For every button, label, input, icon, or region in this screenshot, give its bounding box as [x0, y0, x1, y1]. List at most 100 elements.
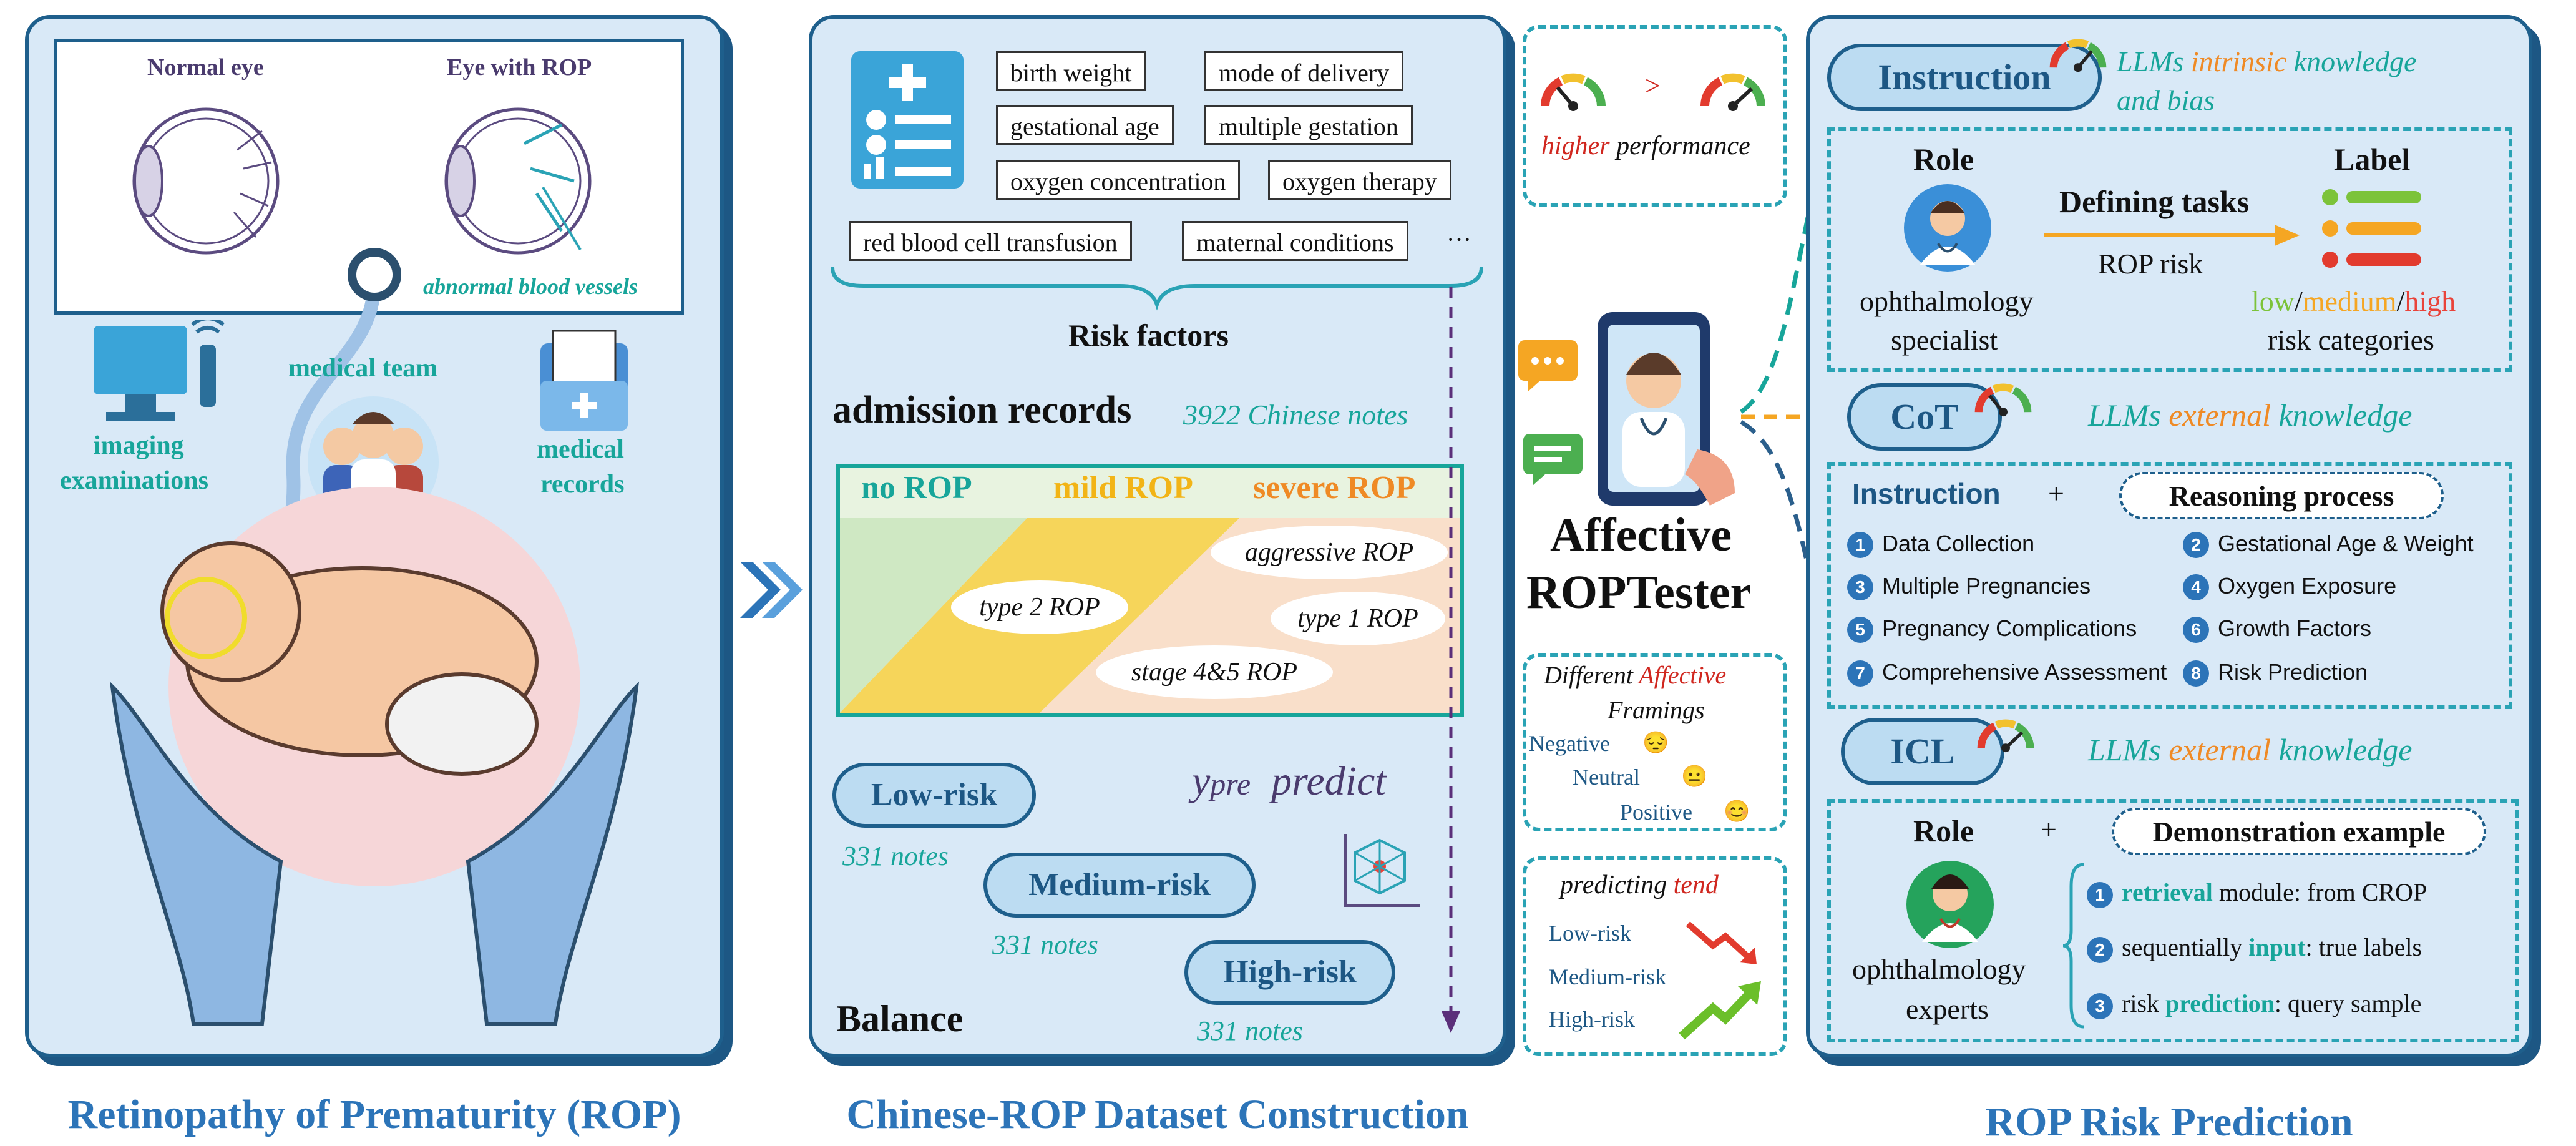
different-affective-label: Different Affective — [1544, 660, 1726, 690]
imaging-label-1: imaging — [94, 431, 184, 460]
affective-title: Affective — [1550, 509, 1732, 561]
smile-face-icon: 😊 — [1724, 800, 1750, 823]
role-header: Role — [1913, 142, 1974, 177]
ypre-predict-label: ypre predict — [1192, 758, 1387, 805]
rop-risk-label: ROP risk — [2098, 248, 2203, 280]
specialist-label-2: specialist — [1891, 324, 1998, 356]
type2-rop-oval: type 2 ROP — [951, 580, 1128, 634]
affective-framings-box — [1523, 653, 1787, 831]
slash-1: / — [2295, 285, 2303, 317]
neutral-label: Neutral — [1573, 765, 1640, 790]
defining-tasks-label: Defining tasks — [2059, 184, 2250, 219]
doctor-phone-icon — [1598, 312, 1735, 506]
framings-label: Framings — [1608, 696, 1705, 724]
abnormal-vessels-label: abnormal blood vessels — [423, 274, 638, 299]
medium-risk-notes: 331 notes — [992, 929, 1098, 960]
factor-ellipsis: ··· — [1447, 225, 1471, 253]
factor-oxygen-therapy: oxygen therapy — [1268, 160, 1451, 200]
roptester-title: ROPTester — [1526, 566, 1752, 619]
balance-label: Balance — [836, 998, 964, 1039]
clipboard-icon — [851, 51, 964, 189]
trend-down-icon — [1686, 921, 1757, 964]
external-word-2: external — [2169, 732, 2271, 767]
factor-birth-weight: birth weight — [996, 51, 1146, 91]
dataset-caption: Chinese-ROP Dataset Construction — [846, 1092, 1469, 1137]
step-6-label: Growth Factors — [2218, 615, 2372, 641]
stage45-rop-oval: stage 4&5 ROP — [1096, 645, 1333, 699]
tend-medium-label: Medium-risk — [1549, 964, 1666, 989]
llms-word-1: LLMs — [2117, 46, 2191, 77]
llms-word-2: LLMs — [2088, 398, 2169, 433]
chevron-right-icon — [740, 562, 803, 618]
prediction-rest: : query sample — [2274, 989, 2422, 1017]
greater-than-sign: > — [1645, 71, 1661, 101]
rop-eye-icon — [444, 107, 592, 255]
risk-prediction-caption: ROP Risk Prediction — [1985, 1099, 2353, 1145]
records-label-1: medical — [537, 435, 624, 464]
prediction-word: prediction — [2165, 989, 2275, 1017]
and-bias-label: and bias — [2117, 84, 2215, 116]
predicting-tend-box — [1523, 856, 1787, 1056]
risk-levels-label: low/medium/high — [2252, 285, 2456, 318]
risk-factors-brace — [831, 267, 1483, 311]
factor-mode-of-delivery: mode of delivery — [1204, 51, 1404, 91]
cot-external-knowledge: LLMs external knowledge — [2088, 397, 2412, 433]
demonstration-example-pill: Demonstration example — [2112, 808, 2486, 855]
low-word: low — [2252, 285, 2295, 317]
specialist-label-1: ophthalmology — [1860, 285, 2034, 317]
llms-word-3: LLMs — [2088, 732, 2169, 767]
positive-label: Positive — [1620, 800, 1693, 825]
baby-in-hands-illustration — [109, 487, 640, 1026]
low-risk-notes: 331 notes — [842, 841, 949, 871]
knowledge-word-3: knowledge — [2271, 732, 2413, 767]
dashed-arrow — [1442, 287, 1460, 1033]
intrinsic-knowledge-label: LLMs intrinsic knowledge — [2117, 45, 2416, 78]
label-header: Label — [2334, 142, 2411, 177]
gauge-instruction-icon — [2049, 39, 2107, 72]
intrinsic-word: intrinsic — [2190, 46, 2287, 77]
rop-eye-label: Eye with ROP — [447, 54, 592, 81]
risk-word: risk — [2122, 989, 2165, 1017]
factor-oxygen-concentration: oxygen concentration — [996, 160, 1241, 200]
no-rop-label: no ROP — [861, 470, 972, 506]
icl-steps-brace — [2062, 863, 2084, 1029]
predicting-tend-label: predicting tend — [1560, 870, 1719, 900]
experts-avatar-icon — [1906, 861, 1994, 948]
cube-chart-icon — [1344, 834, 1420, 907]
predicting-word: predicting — [1560, 871, 1674, 899]
knowledge-word-1: knowledge — [2286, 46, 2417, 77]
medical-records-icon — [540, 330, 628, 431]
predict-word: predict — [1271, 758, 1387, 804]
icl-external-knowledge: LLMs external knowledge — [2088, 732, 2412, 768]
gauge-icl-icon — [1977, 719, 2034, 753]
ypre-subscript: pre — [1210, 766, 1251, 801]
rop-caption: Retinopathy of Prematurity (ROP) — [67, 1092, 681, 1137]
cot-plus: + — [2048, 478, 2064, 509]
cot-pill: CoT — [1847, 383, 2002, 451]
negative-label: Negative — [1529, 731, 1610, 756]
monitor-icon — [94, 320, 225, 421]
higher-performance-label: higher performance — [1541, 131, 1750, 161]
icl-plus: + — [2041, 813, 2057, 845]
step-3-label: Multiple Pregnancies — [1882, 573, 2091, 599]
performance-word: performance — [1609, 132, 1750, 160]
gauge-cot-icon — [1974, 383, 2032, 417]
gauge-low-icon — [1541, 73, 1606, 111]
aggressive-rop-oval: aggressive ROP — [1211, 526, 1448, 579]
different-word: Different — [1544, 661, 1639, 689]
cot-instruction-label: Instruction — [1852, 478, 2001, 510]
mild-rop-label: mild ROP — [1053, 470, 1193, 506]
step-8-label: Risk Prediction — [2218, 659, 2368, 685]
step-7-label: Comprehensive Assessment — [1882, 659, 2167, 685]
records-label-2: records — [540, 470, 625, 499]
